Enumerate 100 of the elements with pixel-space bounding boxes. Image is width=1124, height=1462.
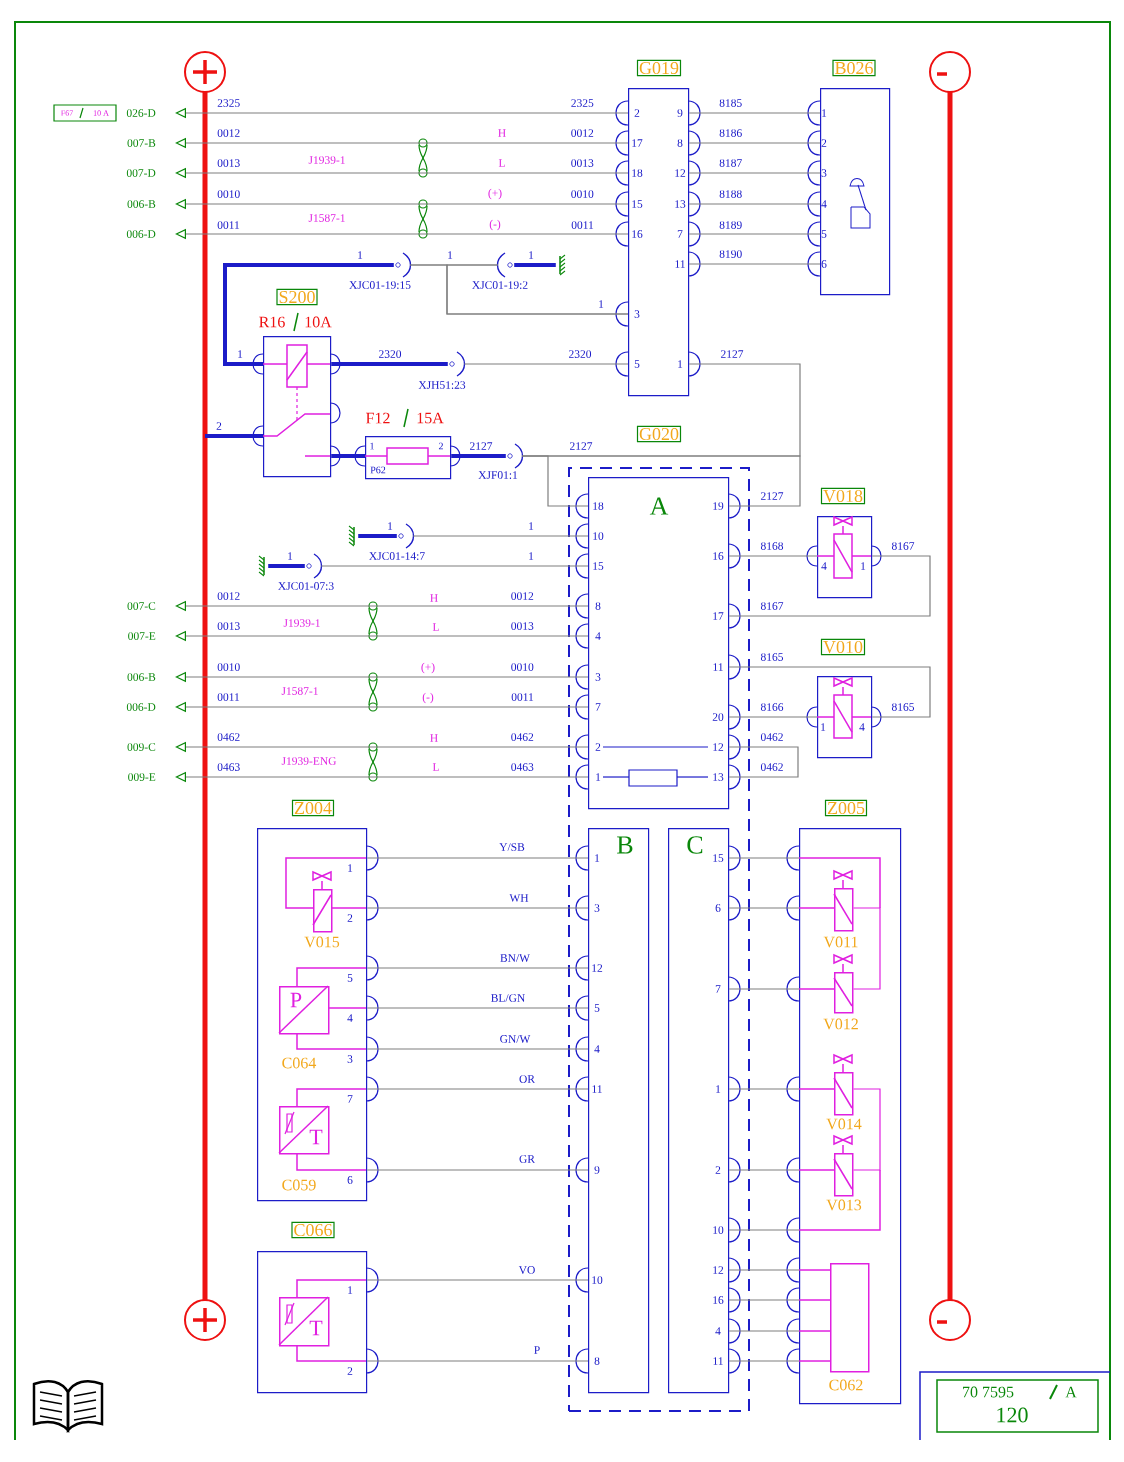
pin-number: 1 <box>358 251 363 259</box>
wire <box>728 1360 800 1362</box>
wire <box>688 263 821 265</box>
wire <box>366 907 589 909</box>
wire-number: 8166 <box>760 703 784 711</box>
pin-number: 1 <box>529 552 534 560</box>
pin-number: 1 <box>288 552 293 560</box>
component-tag: G019 <box>636 59 682 77</box>
ground-symbol <box>559 254 566 276</box>
connector-label: XJH51:23 <box>418 381 466 389</box>
wire <box>688 172 821 174</box>
wire <box>521 455 801 507</box>
wire-number: 0462 <box>511 733 534 741</box>
wire-number: 0013 <box>217 622 240 630</box>
pin-number: 2 <box>216 422 222 430</box>
wire <box>366 1007 589 1009</box>
connector-label: XJF01:1 <box>478 471 518 479</box>
wire <box>320 565 589 567</box>
signal-label: H <box>498 129 506 137</box>
wire <box>728 857 800 859</box>
signal-label: (+) <box>421 662 435 674</box>
wire <box>366 967 589 969</box>
wire <box>688 142 821 144</box>
pin-number: 1 <box>529 522 534 530</box>
wire-number: 0010 <box>217 663 240 671</box>
wire <box>728 1269 800 1271</box>
wire-number: 8165 <box>760 653 784 661</box>
wire <box>728 555 818 557</box>
wire <box>728 716 818 718</box>
bus-label: J1587-1 <box>308 214 345 222</box>
rating-label: 10A <box>305 316 332 328</box>
wire <box>728 988 800 990</box>
signal-label: (+) <box>488 188 502 200</box>
connector-label: XJC01-07:3 <box>278 582 334 590</box>
wire-number: 2127 <box>721 350 744 358</box>
wire-number: 8168 <box>760 542 784 550</box>
wire <box>688 203 821 205</box>
component-tag: Z004 <box>291 799 335 817</box>
wire-number: 0011 <box>217 693 240 701</box>
wire <box>728 1330 800 1332</box>
wire-color-label: GN/W <box>498 1034 532 1044</box>
component-tag: C066 <box>291 1221 335 1239</box>
terminal-label: 026-D <box>126 109 156 117</box>
wire-color-label: BN/W <box>499 953 531 963</box>
wire-color-label: BL/GN <box>489 993 527 1003</box>
wire-number: 0010 <box>571 190 594 198</box>
pin-number: 1 <box>388 522 393 530</box>
signal-label: (-) <box>422 692 434 704</box>
ground-symbol <box>348 525 355 547</box>
terminal-label: 006-D <box>126 703 156 711</box>
wire <box>412 535 589 537</box>
wire <box>728 746 799 778</box>
wire-number: 2325 <box>217 99 240 107</box>
terminal-label: 007-C <box>127 602 156 610</box>
label: 70 7595 <box>963 1386 1014 1398</box>
wire-number: 0013 <box>511 622 534 630</box>
component-tag: Z005 <box>824 799 868 817</box>
bus-label: J1587-1 <box>281 687 318 695</box>
component-tag: V018 <box>820 487 866 505</box>
wire-number: 8188 <box>719 190 742 198</box>
wire-number: 8189 <box>719 221 742 229</box>
label: 120 <box>997 1407 1028 1423</box>
component-tag: B026 <box>832 59 876 77</box>
wire-number: 0010 <box>217 190 240 198</box>
wire <box>366 857 589 859</box>
signal-label: (-) <box>489 219 501 231</box>
wire <box>366 1088 589 1090</box>
title-block: 70 7595 A 120 <box>919 1371 1111 1441</box>
component-tag: V010 <box>820 638 866 656</box>
signal-label: L <box>432 763 439 771</box>
wire-number: 0462 <box>217 733 240 741</box>
bus-label: J1939-ENG <box>281 757 337 765</box>
wire-color-label: GR <box>518 1154 536 1164</box>
wire-number: 0012 <box>511 592 534 600</box>
wire-number: 0011 <box>571 221 594 229</box>
wire-number: 0462 <box>760 763 783 771</box>
wire <box>728 1299 800 1301</box>
wire <box>205 434 263 438</box>
wire <box>331 454 365 458</box>
signal-label: L <box>498 159 505 167</box>
wire-number: 0013 <box>217 159 240 167</box>
wire <box>223 263 394 366</box>
signal-label: H <box>430 594 438 602</box>
wire <box>463 363 629 365</box>
signal-label: L <box>432 623 439 631</box>
wire-number: 2127 <box>761 492 784 500</box>
wire-number: 2320 <box>569 350 592 358</box>
wire <box>451 454 506 458</box>
wire <box>358 534 397 538</box>
wire-color-label: WH <box>508 893 530 903</box>
wire <box>514 263 556 267</box>
wire-number: 0011 <box>217 221 240 229</box>
terminal-label: 006-B <box>127 673 156 681</box>
wire-number: 2320 <box>379 350 402 358</box>
rating-label: R16 <box>259 316 285 328</box>
terminal-label: 006-B <box>127 200 156 208</box>
wire <box>268 564 305 568</box>
wire-number: 8187 <box>719 159 742 167</box>
wire-number: 2127 <box>470 442 493 450</box>
terminal-label: 007-E <box>128 632 156 640</box>
